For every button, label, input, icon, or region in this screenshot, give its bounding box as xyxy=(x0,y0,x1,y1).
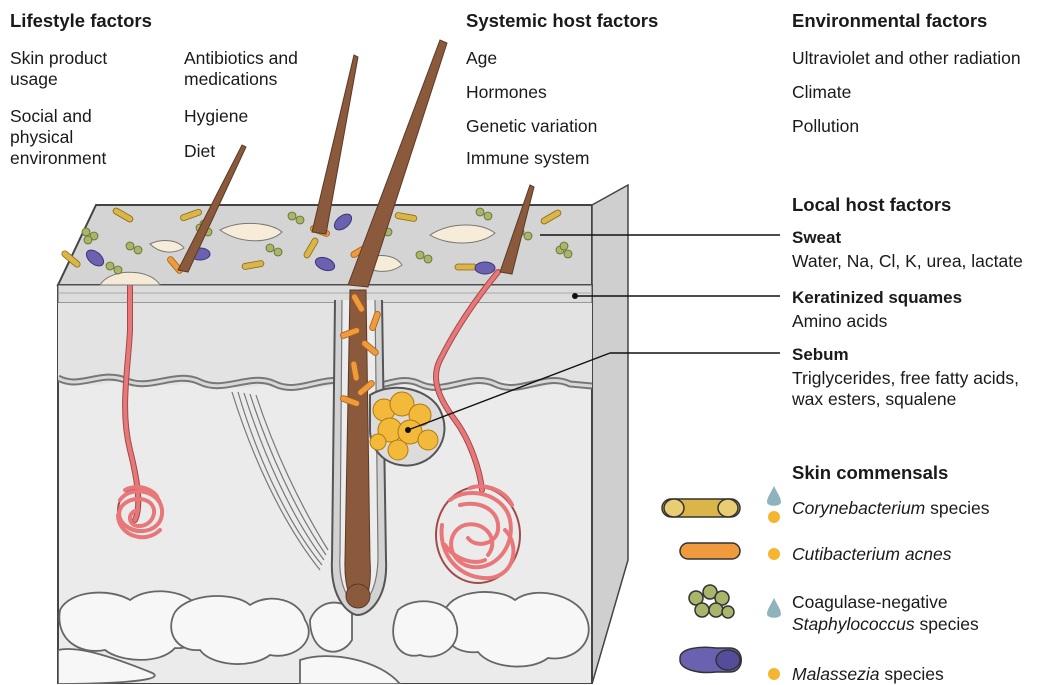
environmental-item-climate: Climate xyxy=(792,82,851,103)
local-heading: Local host factors xyxy=(792,194,951,216)
systemic-item-immune: Immune system xyxy=(466,148,590,169)
hair-root xyxy=(345,290,370,605)
legend-malassezia-icon xyxy=(680,647,741,672)
squames-detail: Amino acids xyxy=(792,311,887,332)
lifestyle-item-antibiotics: Antibiotics and medications xyxy=(184,48,334,90)
legend-cuti-icon xyxy=(680,543,740,559)
sebum-label: Sebum xyxy=(792,345,849,365)
environmental-item-pollution: Pollution xyxy=(792,116,859,137)
legend-coryne-icon xyxy=(662,499,740,517)
systemic-item-genetic: Genetic variation xyxy=(466,116,597,137)
lifestyle-item-diet: Diet xyxy=(184,141,215,162)
environmental-heading: Environmental factors xyxy=(792,10,987,32)
sweat-label: Sweat xyxy=(792,228,841,248)
lifestyle-heading: Lifestyle factors xyxy=(10,10,152,32)
legend-coryne-label: Corynebacterium species xyxy=(792,498,989,519)
legend-staph-icon xyxy=(689,585,734,618)
stratum-corneum xyxy=(58,285,592,303)
lifestyle-item-hygiene: Hygiene xyxy=(184,106,248,127)
systemic-heading: Systemic host factors xyxy=(466,10,658,32)
sebum-detail: Triglycerides, free fatty acids, wax est… xyxy=(792,368,1054,410)
legend-staph-line2: Staphylococcus species xyxy=(792,614,979,635)
legend-cuti-label: Cutibacterium acnes xyxy=(792,544,952,565)
lifestyle-item-social: Social and physical environment xyxy=(10,106,140,169)
squames-label: Keratinized squames xyxy=(792,288,962,308)
sweat-detail: Water, Na, Cl, K, urea, lactate xyxy=(792,251,1023,272)
environmental-item-uv: Ultraviolet and other radiation xyxy=(792,48,1021,69)
skin-side-face xyxy=(592,185,628,684)
sebaceous-indicator-icon xyxy=(768,511,780,680)
systemic-item-age: Age xyxy=(466,48,497,69)
lifestyle-item-skin-product: Skin product usage xyxy=(10,48,140,90)
commensals-heading: Skin commensals xyxy=(792,462,948,484)
systemic-item-hormones: Hormones xyxy=(466,82,547,103)
legend-staph-line1: Coagulase-negative xyxy=(792,592,948,613)
legend-malassezia-label: Malassezia species xyxy=(792,664,944,685)
